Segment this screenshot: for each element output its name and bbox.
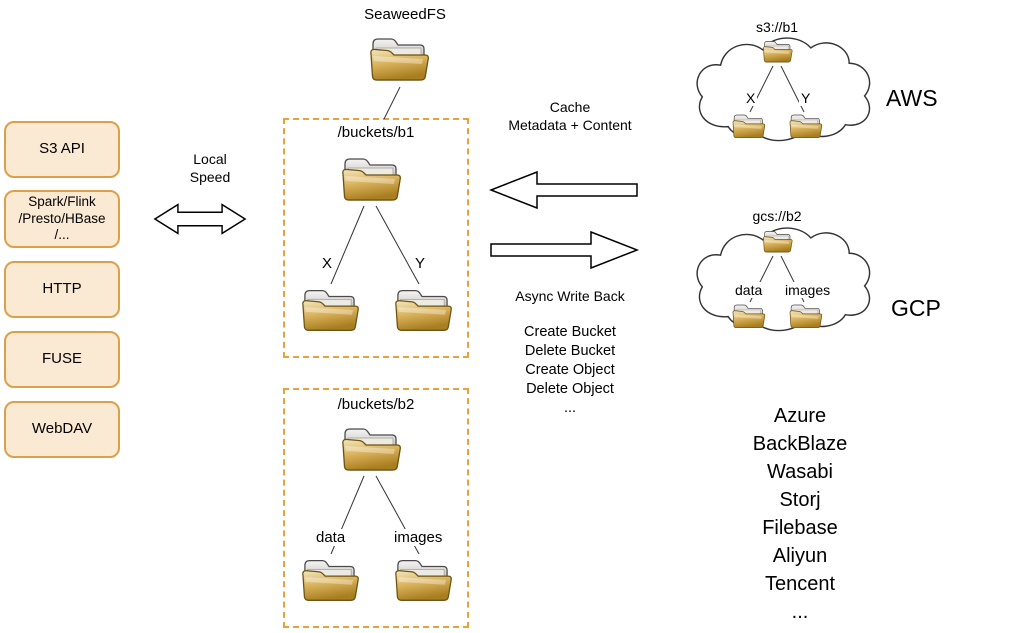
seaweedfs-folder-icon — [370, 38, 429, 81]
b1-child-x-folder-icon — [302, 290, 359, 331]
aws-child-y-label: Y — [799, 90, 813, 106]
gcp-child-data-folder-icon — [732, 304, 766, 329]
aws-name: AWS — [886, 85, 938, 111]
cache-arrow-icon — [490, 171, 638, 209]
b2-child-data-folder-icon — [302, 560, 359, 601]
gcp-child-data-label: data — [733, 282, 765, 298]
async-write-arrow-icon — [490, 231, 638, 269]
operation-item: ... — [563, 400, 577, 416]
api-box-s3: S3 API — [4, 121, 120, 178]
api-box-spark: Spark/Flink /Presto/HBase /... — [4, 190, 120, 248]
operations-list: Create Bucket Delete Bucket Create Objec… — [480, 323, 660, 418]
aws-remote-label: s3://b1 — [755, 19, 799, 35]
gcp-root-folder-icon — [763, 231, 793, 253]
provider-item: Filebase — [762, 517, 838, 539]
operation-item: Delete Bucket — [524, 343, 616, 359]
gcp-child-images-folder-icon — [789, 304, 823, 329]
api-box-fuse: FUSE — [4, 331, 120, 388]
aws-child-y-folder-icon — [789, 114, 823, 139]
aws-root-folder-icon — [763, 41, 793, 63]
b2-child-images-folder-icon — [395, 560, 452, 601]
gcp-child-images-label: images — [783, 282, 833, 298]
provider-item: Tencent — [764, 573, 836, 595]
operation-item: Delete Object — [526, 381, 614, 397]
gcp-name: GCP — [891, 295, 941, 321]
provider-item: Wasabi — [767, 461, 833, 483]
b2-child-images-label: images — [392, 529, 445, 546]
seaweedfs-title: SeaweedFS — [364, 6, 446, 23]
b1-child-x-label: X — [320, 255, 335, 272]
local-speed-label: Local Speed — [189, 151, 231, 186]
bidirectional-arrow-icon — [154, 203, 246, 235]
aws-child-x-folder-icon — [732, 114, 766, 139]
bucket-b1-box — [283, 118, 469, 358]
bucket-b1-path: /buckets/b1 — [337, 124, 415, 141]
bucket-b2-folder-icon — [342, 428, 401, 471]
provider-item: Storj — [779, 489, 821, 511]
provider-item: BackBlaze — [752, 433, 848, 455]
bucket-b2-box — [283, 388, 469, 628]
bucket-b2-path: /buckets/b2 — [337, 396, 415, 413]
providers-list: Azure BackBlaze Wasabi Storj Filebase Al… — [708, 402, 892, 626]
b1-child-y-label: Y — [413, 255, 428, 272]
b1-child-y-folder-icon — [395, 290, 452, 331]
cache-label: Cache Metadata + Content — [508, 99, 632, 134]
operation-item: Create Object — [525, 362, 615, 378]
api-box-webdav: WebDAV — [4, 401, 120, 458]
provider-item: ... — [791, 601, 809, 623]
gcp-remote-label: gcs://b2 — [752, 208, 802, 224]
operation-item: Create Bucket — [524, 324, 616, 340]
bucket-b1-folder-icon — [342, 158, 401, 201]
provider-item: Azure — [773, 405, 827, 427]
async-write-back-label: Async Write Back — [515, 288, 625, 304]
api-box-http: HTTP — [4, 261, 120, 318]
aws-child-x-label: X — [744, 90, 758, 106]
provider-item: Aliyun — [772, 545, 828, 567]
b2-child-data-label: data — [314, 529, 348, 546]
